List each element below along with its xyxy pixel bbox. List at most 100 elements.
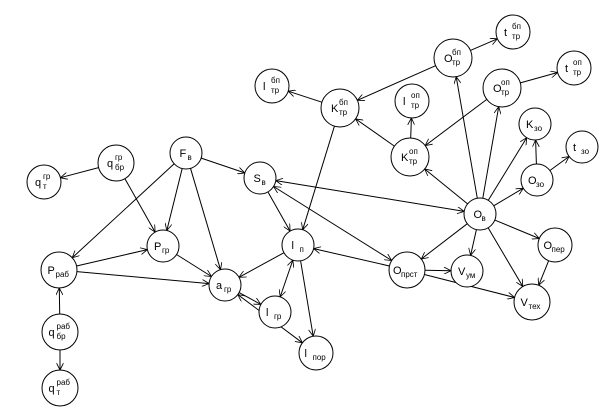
node-circle (463, 197, 497, 231)
node-subscript: тр (409, 157, 418, 166)
edge-P_rab-to-a_gr (76, 271, 209, 284)
node-circle (243, 161, 277, 195)
edge-O_per-to-V_teh (539, 260, 550, 286)
node-subscript: бр (57, 332, 67, 341)
edge-F_v-to-P_gr (167, 168, 183, 231)
node-circle (450, 254, 484, 288)
edge-O_v-to-O_op_tr (482, 107, 499, 199)
edge-O_v-to-K_op_tr (425, 169, 468, 205)
node-superscript: оп (501, 78, 510, 87)
node-circle (394, 83, 430, 119)
node-subscript: п (300, 245, 304, 254)
node-circle (390, 137, 430, 177)
edge-q_gr_br-to-P_gr (124, 178, 155, 232)
node-superscript: раб (57, 378, 71, 387)
edge-l_p-to-l_por (300, 260, 314, 336)
node-subscript: пор (313, 353, 327, 362)
node-subscript: зо (536, 180, 545, 189)
node-subscript: тр (452, 58, 461, 67)
node-symbol: t (565, 63, 568, 75)
node-circle (41, 369, 79, 407)
node-symbol: S (254, 173, 261, 185)
node-circle (298, 335, 334, 371)
node-symbol: q (49, 383, 55, 395)
node-superscript: гр (115, 153, 123, 162)
node-symbol: O (528, 175, 537, 187)
node-subscript: ум (466, 271, 475, 280)
node-circle (388, 251, 426, 289)
node-symbol: P (48, 265, 55, 277)
node-subscript: раб (56, 270, 70, 279)
edge-S_v-to-l_p (267, 191, 290, 231)
node-superscript: бп (271, 76, 280, 85)
edges-layer (59, 39, 569, 370)
edge-O_zo-to-K_zo (536, 140, 537, 165)
edge-K_op_tr-to-l_op_tr (411, 118, 412, 139)
edge-l_p-to-a_gr (239, 252, 285, 278)
edge-O_v-to-O_prost (421, 223, 468, 259)
edge-O_v-to-S_v (276, 181, 464, 212)
node-circle (495, 14, 531, 50)
node-circle (513, 283, 551, 321)
node-superscript: оп (409, 147, 418, 156)
edge-O_v-to-V_um (471, 229, 477, 256)
node-symbol: P (154, 241, 161, 253)
edge-l_p-to-l_gr (280, 260, 293, 297)
node-subscript: тех (529, 302, 541, 311)
node-symbol: t (504, 27, 507, 39)
node-subscript: в (188, 153, 192, 162)
node-circle (320, 88, 360, 128)
edge-O_v-to-K_zo (487, 138, 526, 201)
node-superscript: раб (57, 322, 71, 331)
edge-O_v-to-V_teh (487, 227, 523, 287)
node-circle (41, 313, 79, 351)
node-symbol: V (458, 266, 466, 278)
edge-K_op_tr-to-K_bp_tr (356, 119, 395, 147)
node-circle (254, 68, 290, 104)
node-subscript: тр (411, 101, 420, 110)
node-superscript: бп (512, 22, 521, 31)
edge-O_op_tr-to-t_op_tr (520, 73, 557, 84)
node-superscript: бп (452, 48, 461, 57)
node-symbol: t (573, 142, 576, 154)
node-symbol: l (266, 307, 268, 319)
node-superscript: гр (43, 172, 51, 181)
node-symbol: K (401, 152, 409, 164)
node-superscript: оп (411, 91, 420, 100)
node-subscript: гр (274, 312, 282, 321)
node-symbol: F (180, 148, 187, 160)
node-circle (258, 295, 292, 329)
edge-F_v-to-a_gr (190, 168, 221, 269)
edge-K_bp_tr-to-l_p (303, 126, 335, 230)
node-circle (146, 229, 180, 263)
edge-O_bp_tr-to-t_bp_tr (470, 39, 497, 51)
node-symbol: K (331, 103, 339, 115)
edge-F_v-to-P_rab (72, 163, 175, 258)
edge-P_gr-to-a_gr (176, 254, 212, 277)
node-symbol: l (263, 81, 265, 93)
node-subscript: тр (501, 88, 510, 97)
node-subscript: в (482, 214, 486, 223)
node-symbol: K (526, 119, 534, 131)
node-circle (518, 107, 552, 141)
node-subscript: прст (401, 270, 418, 279)
